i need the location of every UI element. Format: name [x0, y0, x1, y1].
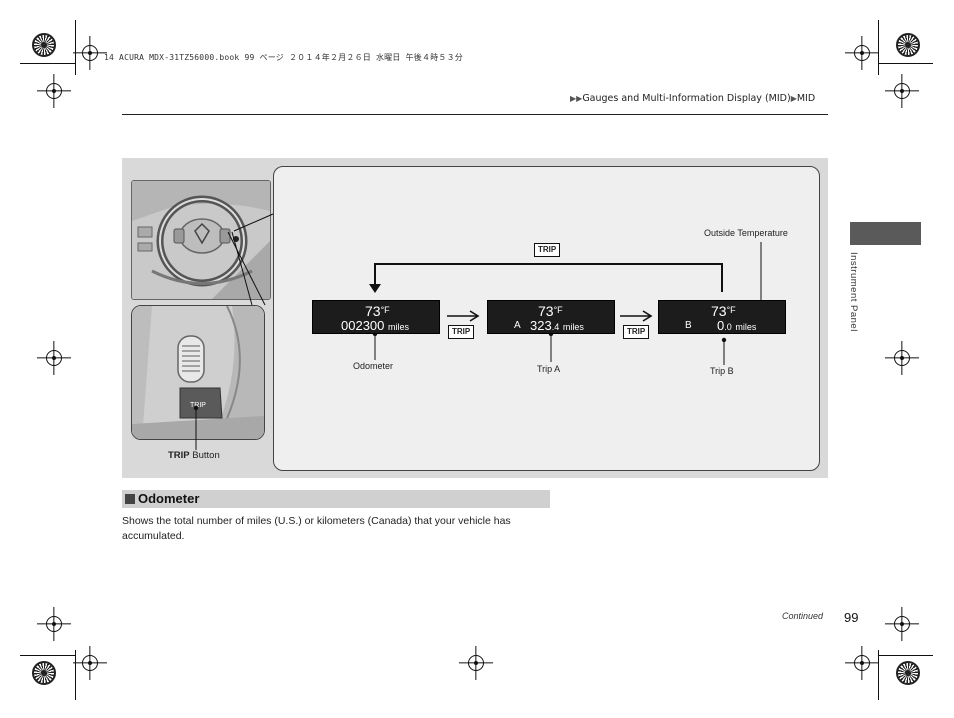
registration-mark-icon [894, 83, 910, 99]
trip-a-caption: Trip A [537, 364, 561, 374]
registration-mark-icon [854, 655, 870, 671]
trip-button-caption-bold: TRIP [168, 450, 190, 461]
outside-temperature-caption: Outside Temperature [704, 228, 788, 238]
section-body: Shows the total number of miles (U.S.) o… [122, 515, 511, 542]
color-rosette-icon [32, 33, 56, 57]
breadcrumb-section[interactable]: Gauges and Multi-Information Display (MI… [582, 93, 791, 104]
trip-button-zoom-illustration: TRIP [131, 305, 265, 440]
crop-mark [878, 63, 933, 64]
trip-a-value: 323 [530, 318, 552, 333]
trip-b-value: 0 [717, 318, 725, 333]
breadcrumb-arrows: ▶▶ [570, 94, 583, 103]
trip-button-face-label: TRIP [190, 402, 206, 409]
crop-mark [878, 20, 879, 75]
trip-button-caption: TRIP Button [168, 450, 220, 461]
crop-mark [878, 650, 879, 700]
temperature-value: 73 [538, 303, 554, 319]
header-rule [122, 114, 828, 115]
breadcrumb-separator: ▶ [790, 94, 797, 103]
odometer-display: 73°F 002300 miles [312, 300, 440, 334]
trip-letter: A [514, 320, 521, 331]
trip-b-caption: Trip B [710, 366, 734, 376]
crop-mark [20, 63, 75, 64]
section-bullet-icon [125, 494, 135, 504]
cockpit-illustration [131, 180, 271, 300]
crop-mark [75, 650, 76, 700]
section-heading-bar: Odometer [122, 490, 550, 508]
trip-badge: TRIP [623, 325, 650, 339]
trip-a-decimal: .4 [551, 322, 560, 332]
crop-mark [20, 655, 75, 656]
distance-unit: miles [388, 322, 410, 332]
section-title: Odometer [138, 491, 200, 506]
trip-b-readout: 0.0 miles [717, 318, 756, 333]
print-meta: 14 ACURA MDX-31TZ56000.book 99 ページ ２０１４年… [104, 53, 463, 62]
trip-b-decimal: .0 [724, 322, 732, 332]
color-rosette-icon [896, 33, 920, 57]
trip-a-readout: 323.4 miles [530, 318, 584, 333]
crop-mark [75, 20, 76, 75]
breadcrumb: ▶▶Gauges and Multi-Information Display (… [570, 93, 815, 104]
registration-mark-icon [894, 350, 910, 366]
trip-b-display: 73°F B 0.0 miles [658, 300, 786, 334]
registration-mark-icon [82, 45, 98, 61]
distance-unit: miles [735, 322, 757, 332]
distance-unit: miles [562, 322, 584, 332]
trip-letter: B [685, 320, 692, 331]
color-rosette-icon [32, 661, 56, 685]
odometer-caption: Odometer [353, 361, 394, 371]
registration-mark-icon [46, 350, 62, 366]
odometer-readout: 002300 miles [341, 318, 409, 333]
temperature-value: 73 [711, 303, 727, 319]
registration-mark-icon [46, 616, 62, 632]
page-number: 99 [844, 610, 859, 625]
color-rosette-icon [896, 661, 920, 685]
continued-label: Continued [782, 611, 824, 621]
temperature-value: 73 [365, 303, 381, 319]
odometer-value: 002300 [341, 318, 385, 333]
temperature-unit: °F [726, 305, 736, 315]
registration-mark-icon [468, 655, 484, 671]
breadcrumb-current[interactable]: MID [796, 93, 816, 104]
chapter-tab[interactable] [850, 222, 921, 245]
temperature-unit: °F [553, 305, 563, 315]
trip-badge: TRIP [534, 243, 561, 257]
outside-temperature-readout: 73°F [538, 303, 563, 319]
chapter-tab-label: Instrument Panel [848, 252, 859, 332]
registration-mark-icon [854, 45, 870, 61]
outside-temperature-readout: 73°F [365, 303, 390, 319]
trip-badge: TRIP [448, 325, 475, 339]
crop-mark [878, 655, 933, 656]
trip-a-display: 73°F A 323.4 miles [487, 300, 615, 334]
registration-mark-icon [46, 83, 62, 99]
temperature-unit: °F [380, 305, 390, 315]
registration-mark-icon [894, 616, 910, 632]
outside-temperature-readout: 73°F [711, 303, 736, 319]
registration-mark-icon [82, 655, 98, 671]
trip-button-caption-rest: Button [189, 450, 220, 461]
